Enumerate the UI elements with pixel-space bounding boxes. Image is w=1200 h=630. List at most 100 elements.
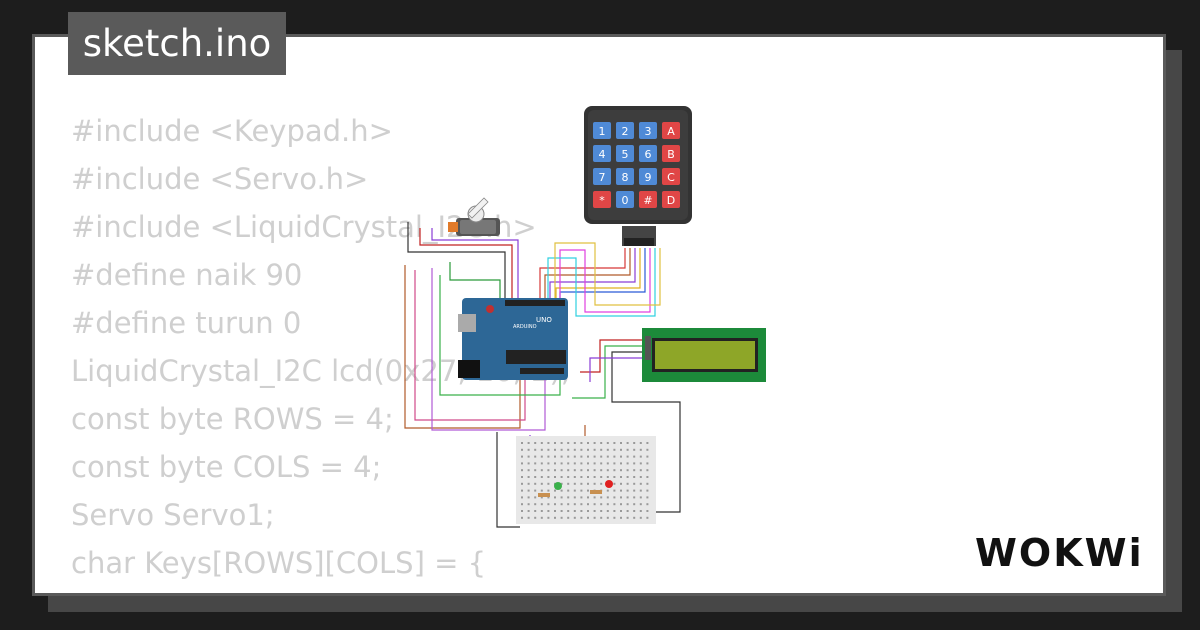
keypad-key[interactable] (639, 122, 657, 139)
breadboard-hole (573, 455, 576, 458)
breadboard-hole (593, 476, 596, 478)
keypad-key[interactable] (616, 122, 634, 139)
breadboard-hole (600, 469, 603, 472)
breadboard-hole (580, 476, 583, 478)
breadboard-hole (613, 476, 616, 478)
breadboard-hole (606, 455, 609, 458)
breadboard-hole (534, 516, 537, 519)
keypad-key[interactable] (639, 168, 657, 185)
keypad-key[interactable] (662, 122, 680, 139)
servo-motor[interactable] (448, 197, 500, 236)
breadboard-hole (521, 442, 523, 444)
breadboard-hole (534, 496, 537, 499)
keypad-key[interactable] (616, 168, 634, 185)
code-line: #define naik 90 (71, 258, 303, 292)
breadboard-hole (554, 448, 556, 451)
keypad-key[interactable] (662, 145, 680, 162)
breadboard-hole (646, 476, 649, 478)
breadboard-hole (587, 469, 589, 472)
breadboard-hole (547, 462, 550, 465)
breadboard-hole (639, 482, 642, 485)
breadboard-hole (606, 476, 609, 478)
breadboard-hole (547, 476, 550, 478)
breadboard-hole (626, 503, 629, 506)
breadboard-hole (560, 516, 563, 519)
keypad-key-label: 0 (622, 194, 629, 207)
breadboard-hole (560, 448, 563, 451)
keypad-key[interactable] (593, 145, 611, 162)
breadboard-hole (626, 448, 629, 451)
breadboard-hole (613, 469, 616, 472)
breadboard-hole (587, 448, 589, 451)
breadboard-hole (560, 496, 563, 499)
breadboard-hole (639, 462, 642, 465)
breadboard-hole (540, 469, 543, 472)
breadboard-hole (521, 510, 523, 512)
keypad-key[interactable] (593, 191, 611, 208)
breadboard-hole (534, 476, 537, 478)
breadboard-hole (613, 510, 616, 512)
breadboard-hole (573, 489, 576, 492)
keypad-key[interactable] (639, 145, 657, 162)
breadboard-hole (527, 496, 530, 499)
breadboard-hole (613, 448, 616, 451)
breadboard-hole (547, 442, 550, 444)
breadboard-hole (554, 442, 556, 444)
breadboard-hole (600, 496, 603, 499)
breadboard-hole (606, 469, 609, 472)
breadboard-hole (527, 476, 530, 478)
breadboard-hole (534, 482, 537, 485)
breadboard-hole (639, 503, 642, 506)
wokwi-logo-text: WOKWi (975, 531, 1144, 575)
breadboard-hole (620, 489, 622, 492)
breadboard-hole (646, 496, 649, 499)
breadboard-hole (567, 503, 570, 506)
breadboard-hole (560, 503, 563, 506)
keypad-key-label: D (667, 194, 675, 207)
breadboard-hole (567, 442, 570, 444)
breadboard-hole (600, 476, 603, 478)
keypad-key[interactable] (662, 168, 680, 185)
breadboard-hole (554, 496, 556, 499)
breadboard-hole (620, 516, 622, 519)
breadboard-hole (567, 516, 570, 519)
keypad-key[interactable] (616, 145, 634, 162)
keypad-key[interactable] (639, 191, 657, 208)
breadboard-hole (633, 442, 636, 444)
keypad-key[interactable] (593, 168, 611, 185)
breadboard-hole (527, 489, 530, 492)
keypad-key-label: 6 (645, 148, 652, 161)
breadboard-hole (521, 462, 523, 465)
keypad-key[interactable] (662, 191, 680, 208)
breadboard-hole (626, 489, 629, 492)
breadboard-hole (521, 476, 523, 478)
file-title-tab: sketch.ino (68, 12, 286, 75)
breadboard-hole (587, 455, 589, 458)
breadboard-hole (613, 462, 616, 465)
breadboard-hole (633, 516, 636, 519)
breadboard-hole (593, 469, 596, 472)
lcd-display[interactable] (642, 328, 766, 382)
breadboard-hole (573, 462, 576, 465)
breadboard-hole (593, 448, 596, 451)
breadboard-hole (521, 455, 523, 458)
arduino-uno[interactable]: ARDUINO UNO (458, 298, 568, 380)
breadboard-hole (534, 462, 537, 465)
breadboard-hole (646, 448, 649, 451)
breadboard-hole (547, 482, 550, 485)
keypad-key[interactable] (616, 191, 634, 208)
keypad-key-label: 4 (599, 148, 606, 161)
breadboard-hole (567, 510, 570, 512)
keypad-key-label: 9 (645, 171, 652, 184)
breadboard-hole (646, 455, 649, 458)
breadboard-hole (580, 510, 583, 512)
keypad-key[interactable] (593, 122, 611, 139)
breadboard[interactable] (516, 436, 656, 524)
keypad-key-label: 8 (622, 171, 629, 184)
breadboard-hole (567, 482, 570, 485)
keypad-key-label: 3 (645, 125, 652, 138)
breadboard-hole (626, 469, 629, 472)
keypad-key-label: 7 (599, 171, 606, 184)
breadboard-hole (613, 516, 616, 519)
